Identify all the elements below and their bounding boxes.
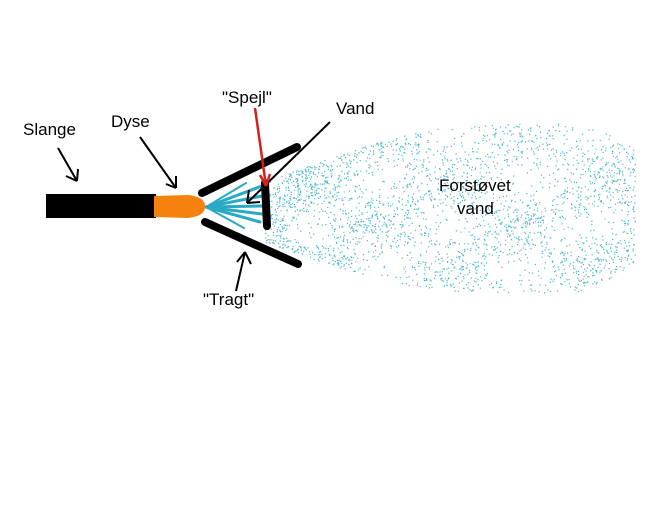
water-jets	[204, 182, 264, 229]
arrow-tragt	[235, 251, 252, 292]
arrow-slange	[57, 147, 79, 182]
mirror	[261, 179, 271, 230]
label-slange: Slange	[23, 120, 76, 139]
water-jet	[205, 206, 245, 229]
hose	[46, 194, 156, 218]
label-dyse: Dyse	[111, 112, 150, 131]
water-jet	[204, 184, 264, 209]
nozzle	[154, 195, 206, 218]
funnel-upper-wall	[198, 143, 301, 197]
arrow-vand	[246, 121, 331, 204]
atomized-water-cloud	[265, 123, 636, 294]
label-tragt: "Tragt"	[203, 290, 254, 309]
funnel-lower-wall	[201, 218, 302, 268]
water-jet	[205, 182, 247, 208]
label-spejl: "Spejl"	[222, 88, 272, 107]
arrow-spejl	[253, 107, 272, 187]
arrow-dyse	[139, 136, 177, 189]
mist-droplets	[265, 123, 636, 294]
label-forstovet-vand: vand	[457, 199, 494, 218]
pointer-arrows	[57, 121, 331, 292]
water-jet	[204, 205, 262, 224]
label-vand: Vand	[336, 99, 374, 118]
label-forstovet: Forstøvet	[439, 176, 511, 195]
